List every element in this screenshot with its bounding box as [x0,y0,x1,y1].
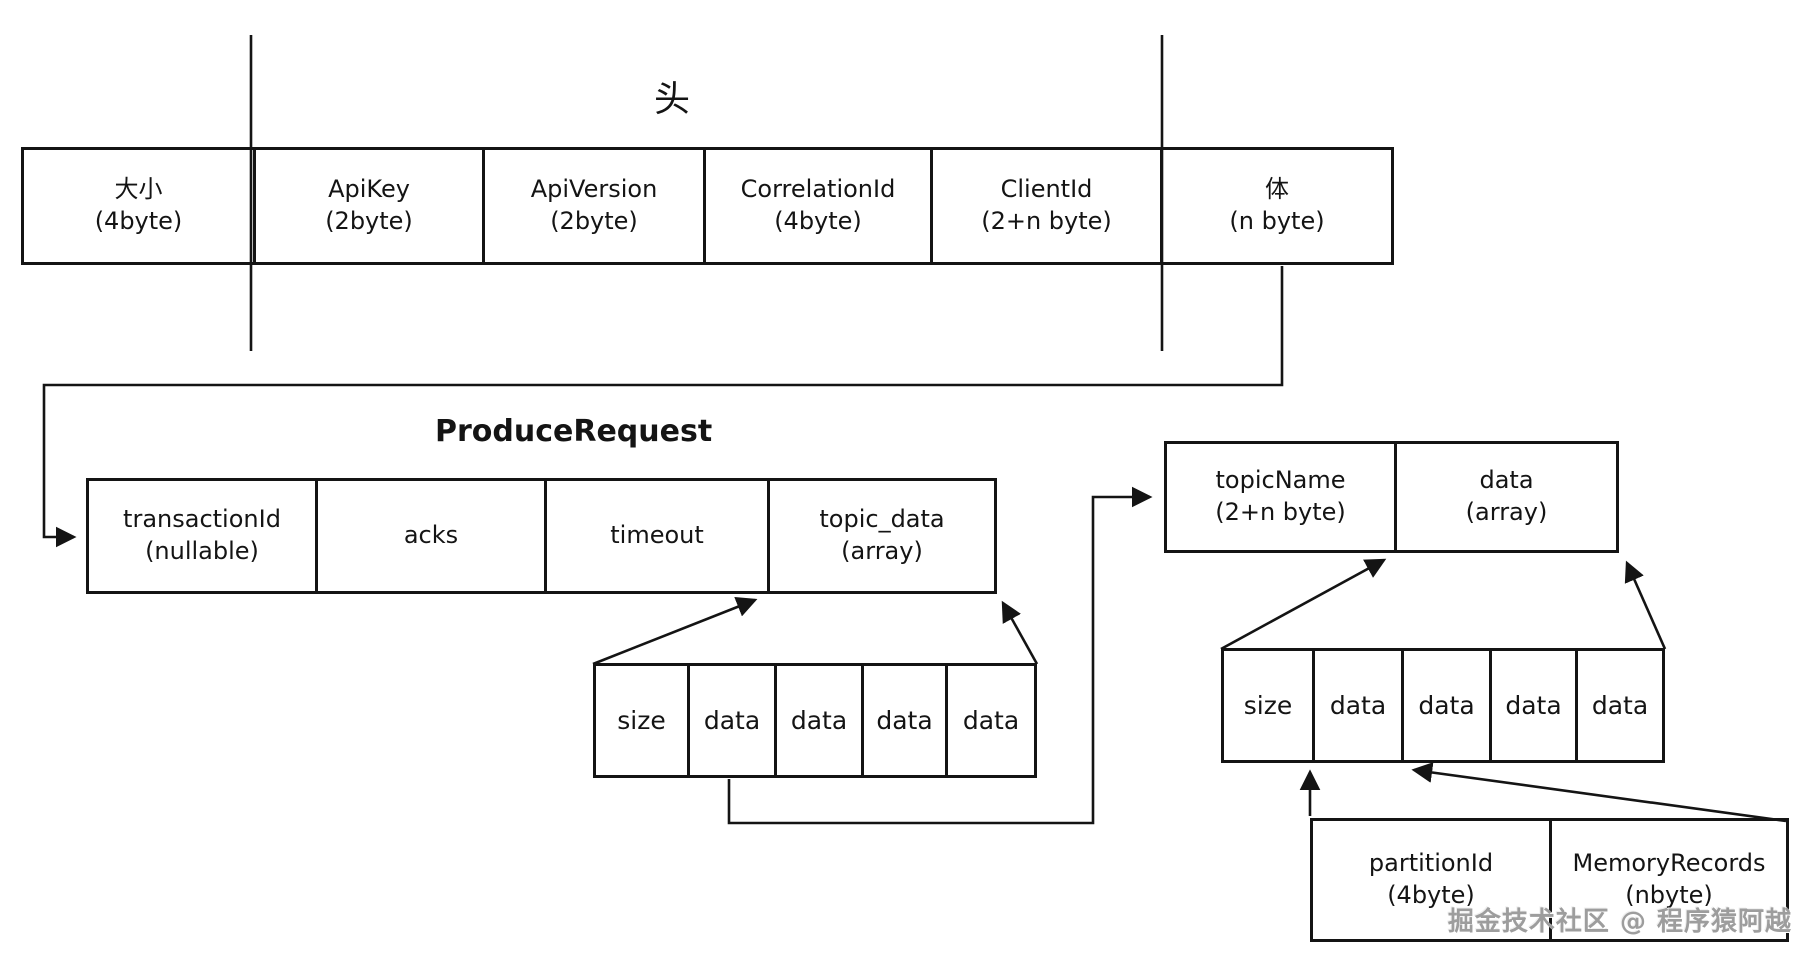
cell-transactionid: transactionId (nullable) [89,481,315,591]
cell-size-header: 大小 (4byte) [24,150,253,262]
field-size: (2byte) [325,207,413,235]
cell-topic-data: topic_data (array) [767,481,994,591]
cell-body: 体 (n byte) [1160,150,1391,262]
field-size: (2+n byte) [1215,498,1346,526]
field-name: MemoryRecords [1572,849,1766,878]
field-size: (nbyte) [1625,881,1713,909]
field-size: (2+n byte) [981,207,1112,235]
field-size: (n byte) [1229,207,1325,235]
arrow-array1-left-to-topicdata [592,597,758,666]
field-name: ClientId [1000,175,1093,204]
field-size: (4byte) [1387,881,1475,909]
cell-data-1: data [1312,651,1401,760]
cell-size: size [617,706,666,735]
field-name: partitionId [1368,849,1494,878]
header-fields-row: 大小 (4byte) ApiKey (2byte) ApiVersion (2b… [21,147,1394,265]
data-array-row: size data data data data [1221,648,1665,763]
cell-correlationid: CorrelationId (4byte) [703,150,930,262]
cell-partitionid: partitionId (4byte) [1313,821,1549,939]
field-size: (array) [1465,498,1548,526]
cell-size: size [1243,691,1293,720]
field-name: acks [403,521,459,550]
field-size: (array) [841,537,923,565]
topic-fields-row: topicName (2+n byte) data (array) [1164,441,1619,553]
cell-clientid: ClientId (2+n byte) [930,150,1160,262]
field-name: topic_data [819,505,945,534]
arrow-array1-right-to-topicdata [1001,600,1039,665]
cell-apiversion: ApiVersion (2byte) [482,150,703,262]
field-name: CorrelationId [740,175,896,204]
cell-topicname: topicName (2+n byte) [1167,444,1394,550]
field-name: timeout [610,521,704,550]
cell-data-3: data [1489,651,1575,760]
field-size: (4byte) [94,207,183,235]
field-name: 体 [1265,175,1289,204]
cell-data-4: data [1575,651,1662,760]
watermark: 掘金技术社区 @ 程序猿阿越 [1447,907,1792,937]
arrow-memoryrecords-to-data [1411,762,1787,823]
cell-data-2: data [774,666,861,775]
topicdata-array-row: size data data data data [593,663,1037,778]
cell-data-1: data [687,666,774,775]
field-size: (4byte) [774,207,862,235]
cell-data-4: data [945,666,1034,775]
field-size: (2byte) [550,207,638,235]
field-name: ApiKey [328,175,410,204]
cell-data-array: data (array) [1394,444,1616,550]
field-name: topicName [1215,466,1346,495]
field-name: 大小 [114,175,163,204]
field-name: transactionId [123,505,281,534]
cell-memoryrecords: MemoryRecords (nbyte) [1549,821,1786,939]
cell-data-3: data [861,666,945,775]
field-size: (nullable) [145,537,259,565]
cell-acks: acks [315,481,544,591]
cell-data-2: data [1401,651,1489,760]
header-section-label: 头 [653,79,690,120]
producerequest-fields-row: transactionId (nullable) acks timeout to… [86,478,997,594]
cell-timeout: timeout [544,481,767,591]
cell-apikey: ApiKey (2byte) [253,150,482,262]
field-name: data [1479,466,1534,495]
field-name: ApiVersion [530,175,658,204]
arrow-array2-left-to-topicname [1220,558,1387,651]
arrow-array2-right-to-data [1624,560,1667,650]
producerequest-label: ProduceRequest [435,414,713,449]
partition-fields-row: partitionId (4byte) MemoryRecords (nbyte… [1310,818,1789,942]
